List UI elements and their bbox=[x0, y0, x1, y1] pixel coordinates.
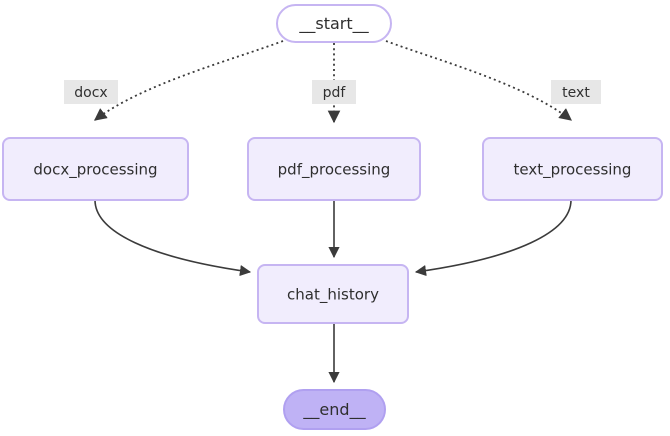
node-label: pdf_processing bbox=[278, 161, 391, 180]
node-start[interactable]: __start__ bbox=[276, 4, 392, 43]
node-shape[interactable] bbox=[257, 264, 409, 324]
edge-label-start-pdf: pdf bbox=[312, 80, 356, 104]
node-text_processing[interactable]: text_processing bbox=[482, 137, 663, 201]
node-label: __start__ bbox=[298, 14, 369, 34]
node-chat_history[interactable]: chat_history bbox=[257, 264, 409, 324]
edge-text-chat bbox=[414, 199, 572, 277]
node-docx_processing[interactable]: docx_processing bbox=[2, 137, 189, 201]
node-shape[interactable] bbox=[247, 137, 421, 201]
edge-label-background bbox=[551, 80, 601, 104]
edges-layer bbox=[93, 40, 572, 384]
node-label: __end__ bbox=[302, 400, 366, 420]
edge-start-text bbox=[385, 40, 572, 121]
edge-label-text: docx bbox=[74, 85, 107, 101]
node-end[interactable]: __end__ bbox=[283, 389, 386, 430]
edge-label-text: pdf bbox=[323, 85, 347, 101]
nodes-layer: __start__ docx_processing pdf_processing te… bbox=[2, 4, 663, 430]
edge-label-start-docx: docx bbox=[64, 80, 118, 104]
edge-label-start-text: text bbox=[551, 80, 601, 104]
node-shape[interactable] bbox=[276, 4, 392, 43]
node-pdf_processing[interactable]: pdf_processing bbox=[247, 137, 421, 201]
node-label: text_processing bbox=[514, 161, 632, 180]
node-label: docx_processing bbox=[33, 161, 157, 180]
edge-labels-layer: docx pdf text bbox=[64, 80, 601, 104]
node-shape[interactable] bbox=[283, 389, 386, 430]
edge-label-background bbox=[312, 80, 356, 104]
node-label: chat_history bbox=[287, 286, 379, 305]
edge-label-background bbox=[64, 80, 118, 104]
edge-label-text: text bbox=[562, 85, 590, 101]
node-shape[interactable] bbox=[2, 137, 189, 201]
node-shape[interactable] bbox=[482, 137, 663, 201]
edge-start-docx bbox=[93, 40, 284, 121]
edge-docx-chat bbox=[94, 199, 252, 277]
